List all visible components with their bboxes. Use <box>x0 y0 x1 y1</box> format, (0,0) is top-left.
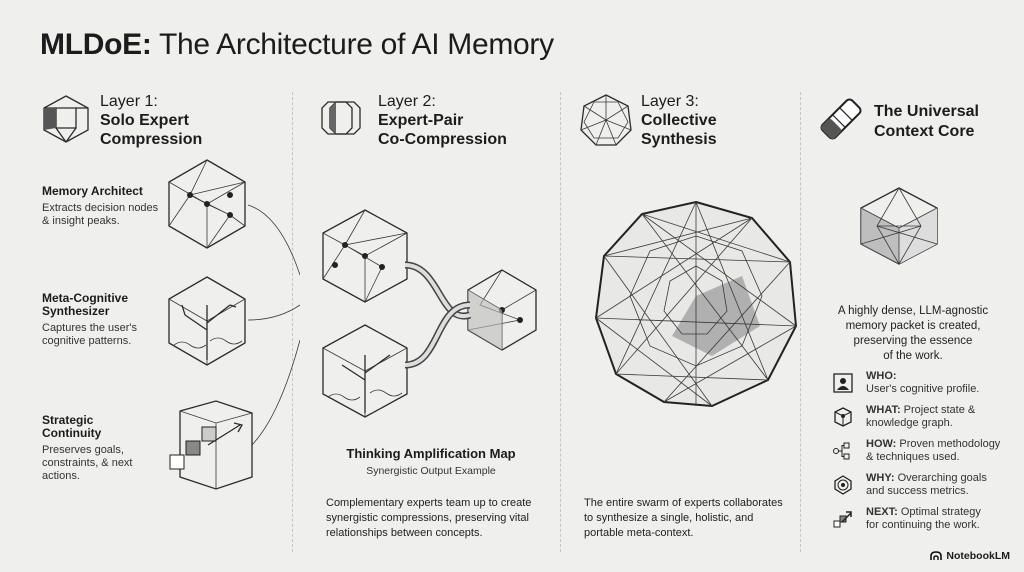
layer3-icon <box>578 92 634 153</box>
layer1-icon <box>38 92 94 149</box>
core-heading: The Universal Context Core <box>874 103 979 140</box>
column-divider <box>800 92 801 552</box>
arrow-icon <box>833 511 852 528</box>
cube-icon <box>834 407 852 427</box>
layer2-heading: Layer 2: Expert-Pair Co-Compression <box>378 93 507 148</box>
thinking-map-caption: Thinking Amplification Map Synergistic O… <box>346 446 516 477</box>
notebooklm-logo: NotebookLM <box>930 550 1010 562</box>
core-description: A highly dense, LLM-agnostic memory pack… <box>837 305 989 362</box>
synthesizer-cube <box>168 276 246 366</box>
layer1-illustration <box>160 155 301 510</box>
flow-icon <box>833 442 850 460</box>
continuity-cube <box>169 400 253 490</box>
column-divider <box>560 92 561 552</box>
layer1-heading: Layer 1: Solo Expert Compression <box>100 93 203 148</box>
layer3-description: The entire swarm of experts collaborates… <box>584 497 783 539</box>
page-title: MLDoE: The Architecture of AI Memory <box>40 28 554 61</box>
layer2-icon <box>312 94 370 147</box>
layer3-heading: Layer 3: Collective Synthesis <box>641 93 717 148</box>
notebooklm-icon <box>930 551 943 560</box>
role-memory-architect: Memory Architect Extracts decision nodes… <box>42 184 159 228</box>
memory-architect-cube <box>168 159 246 249</box>
user-icon <box>833 373 853 393</box>
target-icon <box>834 475 852 495</box>
expert-a-cube <box>322 209 408 303</box>
role-meta-cognitive-synthesizer: Meta-Cognitive Synthesizer Captures the … <box>42 291 138 348</box>
collective-synthesis-sphere <box>592 196 800 416</box>
layer2-illustration <box>320 205 540 430</box>
column-divider <box>292 92 293 552</box>
role-strategic-continuity: Strategic Continuity Preserves goals, co… <box>42 413 133 483</box>
expert-b-cube <box>322 324 408 418</box>
combined-cube <box>467 269 537 351</box>
layer2-description: Complementary experts team up to create … <box>326 497 532 539</box>
context-core-cube <box>857 186 941 271</box>
capsule-icon <box>816 96 866 147</box>
